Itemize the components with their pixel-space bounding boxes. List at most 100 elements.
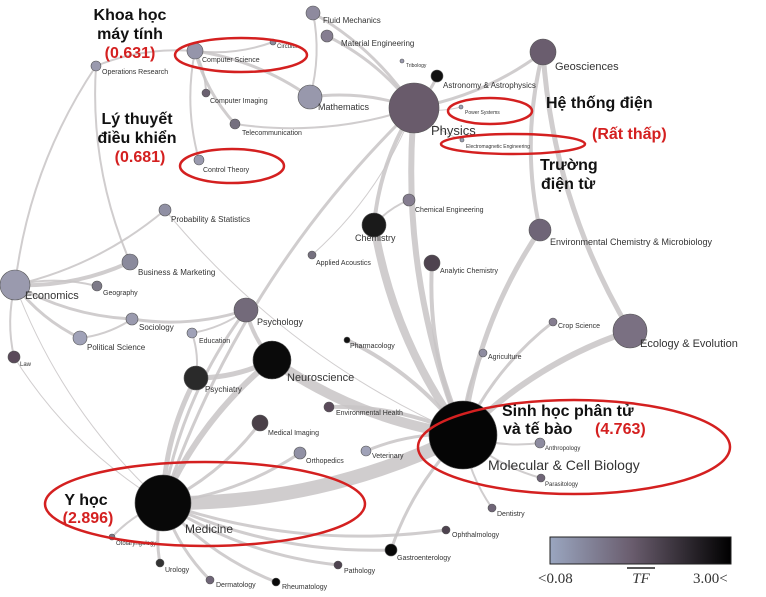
node-anthropology[interactable]: Anthropology bbox=[534, 437, 580, 452]
node-circle[interactable] bbox=[305, 5, 321, 21]
node-circle[interactable] bbox=[361, 212, 387, 238]
node-urology[interactable]: Urology bbox=[155, 558, 190, 574]
node-control-theory[interactable]: Control Theory bbox=[193, 154, 250, 174]
node-law[interactable]: Law bbox=[7, 350, 32, 368]
node-circle[interactable] bbox=[72, 330, 88, 346]
node-circle[interactable] bbox=[193, 154, 205, 166]
node-circle[interactable] bbox=[459, 137, 465, 143]
node-circle[interactable] bbox=[478, 348, 488, 358]
node-circle[interactable] bbox=[529, 38, 557, 66]
node-circle[interactable] bbox=[388, 82, 440, 134]
node-education[interactable]: Education bbox=[186, 327, 230, 345]
node-geography[interactable]: Geography bbox=[91, 280, 138, 297]
node-circle[interactable] bbox=[320, 29, 334, 43]
node-circle[interactable] bbox=[399, 58, 405, 64]
node-circle[interactable] bbox=[307, 250, 317, 260]
node-circle[interactable] bbox=[183, 365, 209, 391]
node-circle[interactable] bbox=[201, 88, 211, 98]
node-circle[interactable] bbox=[155, 558, 165, 568]
node-neuroscience[interactable]: Neuroscience bbox=[252, 340, 354, 384]
node-circle[interactable] bbox=[360, 445, 372, 457]
node-circle[interactable] bbox=[121, 253, 139, 271]
node-astronomy-and-astrophysics[interactable]: Astronomy & Astrophysics bbox=[430, 69, 536, 90]
node-label: Orthopedics bbox=[306, 458, 344, 465]
annotation-ps-title: Hệ thống điện bbox=[546, 95, 653, 112]
node-circle[interactable] bbox=[423, 254, 441, 272]
node-rheumatology[interactable]: Rheumatology bbox=[271, 577, 328, 591]
node-material-engineering[interactable]: Material Engineering bbox=[320, 29, 414, 48]
node-circle[interactable] bbox=[297, 84, 323, 110]
node-veterinary[interactable]: Veterinary bbox=[360, 445, 404, 460]
node-ecology-and-evolution[interactable]: Ecology & Evolution bbox=[612, 313, 738, 350]
node-chemistry[interactable]: Chemistry bbox=[355, 212, 396, 243]
node-orthopedics[interactable]: Orthopedics bbox=[293, 446, 344, 465]
node-medical-imaging[interactable]: Medical Imaging bbox=[251, 414, 319, 437]
node-circle[interactable] bbox=[91, 280, 103, 292]
node-business-and-marketing[interactable]: Business & Marketing bbox=[121, 253, 215, 277]
node-dentistry[interactable]: Dentistry bbox=[487, 503, 525, 518]
node-crop-science[interactable]: Crop Science bbox=[548, 317, 600, 330]
node-geosciences[interactable]: Geosciences bbox=[529, 38, 619, 73]
node-economics[interactable]: Economics bbox=[0, 269, 79, 302]
node-parasitology[interactable]: Parasitology bbox=[536, 473, 578, 488]
node-agriculture[interactable]: Agriculture bbox=[478, 348, 522, 361]
node-circle[interactable] bbox=[252, 340, 292, 380]
node-environmental-health[interactable]: Environmental Health bbox=[323, 401, 403, 417]
node-telecommunication[interactable]: Telecommunication bbox=[229, 118, 302, 137]
node-circle[interactable] bbox=[323, 401, 335, 413]
node-circle[interactable] bbox=[548, 317, 558, 327]
node-chemical-engineering[interactable]: Chemical Engineering bbox=[402, 193, 484, 214]
node-circle[interactable] bbox=[384, 543, 398, 557]
node-circle[interactable] bbox=[534, 437, 546, 449]
node-circle[interactable] bbox=[205, 575, 215, 585]
node-circle[interactable] bbox=[251, 414, 269, 432]
node-medicine[interactable]: Medicine bbox=[134, 474, 233, 536]
node-circle[interactable] bbox=[229, 118, 241, 130]
node-circle[interactable] bbox=[402, 193, 416, 207]
node-circle[interactable] bbox=[134, 474, 192, 532]
node-circle[interactable] bbox=[487, 503, 497, 513]
node-applied-acoustics[interactable]: Applied Acoustics bbox=[307, 250, 371, 267]
node-computer-imaging[interactable]: Computer Imaging bbox=[201, 88, 268, 105]
node-circle[interactable] bbox=[528, 218, 552, 242]
node-circle[interactable] bbox=[428, 400, 498, 470]
node-physics[interactable]: Physics bbox=[388, 82, 476, 138]
node-circle[interactable] bbox=[458, 104, 464, 110]
node-circle[interactable] bbox=[90, 60, 102, 72]
node-circle[interactable] bbox=[0, 269, 31, 301]
node-circle[interactable] bbox=[536, 473, 546, 483]
node-circle[interactable] bbox=[125, 312, 139, 326]
node-ophthalmology[interactable]: Ophthalmology bbox=[441, 525, 500, 539]
node-label: Tribology bbox=[406, 63, 427, 69]
node-environmental-chemistry-and-microbiology[interactable]: Environmental Chemistry & Microbiology bbox=[528, 218, 713, 247]
node-circle[interactable] bbox=[233, 297, 259, 323]
node-circle[interactable] bbox=[293, 446, 307, 460]
node-dermatology[interactable]: Dermatology bbox=[205, 575, 256, 589]
node-label: Psychology bbox=[257, 317, 304, 327]
node-electromagnetic-engineering[interactable]: Electromagnetic Engineering bbox=[459, 137, 530, 150]
node-tribology[interactable]: Tribology bbox=[399, 58, 427, 69]
node-pathology[interactable]: Pathology bbox=[333, 560, 376, 575]
node-sociology[interactable]: Sociology bbox=[125, 312, 174, 332]
node-molecular-and-cell-biology[interactable]: Molecular & Cell Biology bbox=[428, 400, 640, 473]
node-psychiatry[interactable]: Psychiatry bbox=[183, 365, 242, 394]
node-fluid-mechanics[interactable]: Fluid Mechanics bbox=[305, 5, 381, 25]
node-circle[interactable] bbox=[186, 327, 198, 339]
node-circle[interactable] bbox=[441, 525, 451, 535]
node-power-systems[interactable]: Power Systems bbox=[458, 104, 500, 116]
node-psychology[interactable]: Psychology bbox=[233, 297, 304, 327]
node-circle[interactable] bbox=[343, 336, 351, 344]
node-probability-and-statistics[interactable]: Probability & Statistics bbox=[158, 203, 250, 224]
node-political-science[interactable]: Political Science bbox=[72, 330, 146, 352]
node-operations-research[interactable]: Operations Research bbox=[90, 60, 168, 76]
node-circle[interactable] bbox=[158, 203, 172, 217]
node-circle[interactable] bbox=[430, 69, 444, 83]
node-gastroenterology[interactable]: Gastroenterology bbox=[384, 543, 451, 562]
node-analytic-chemistry[interactable]: Analytic Chemistry bbox=[423, 254, 498, 275]
node-circle[interactable] bbox=[7, 350, 21, 364]
node-circle[interactable] bbox=[271, 577, 281, 587]
node-circle[interactable] bbox=[333, 560, 343, 570]
node-circle[interactable] bbox=[612, 313, 648, 349]
node-mathematics[interactable]: Mathematics bbox=[297, 84, 370, 112]
node-pharmacology[interactable]: Pharmacology bbox=[343, 336, 395, 350]
